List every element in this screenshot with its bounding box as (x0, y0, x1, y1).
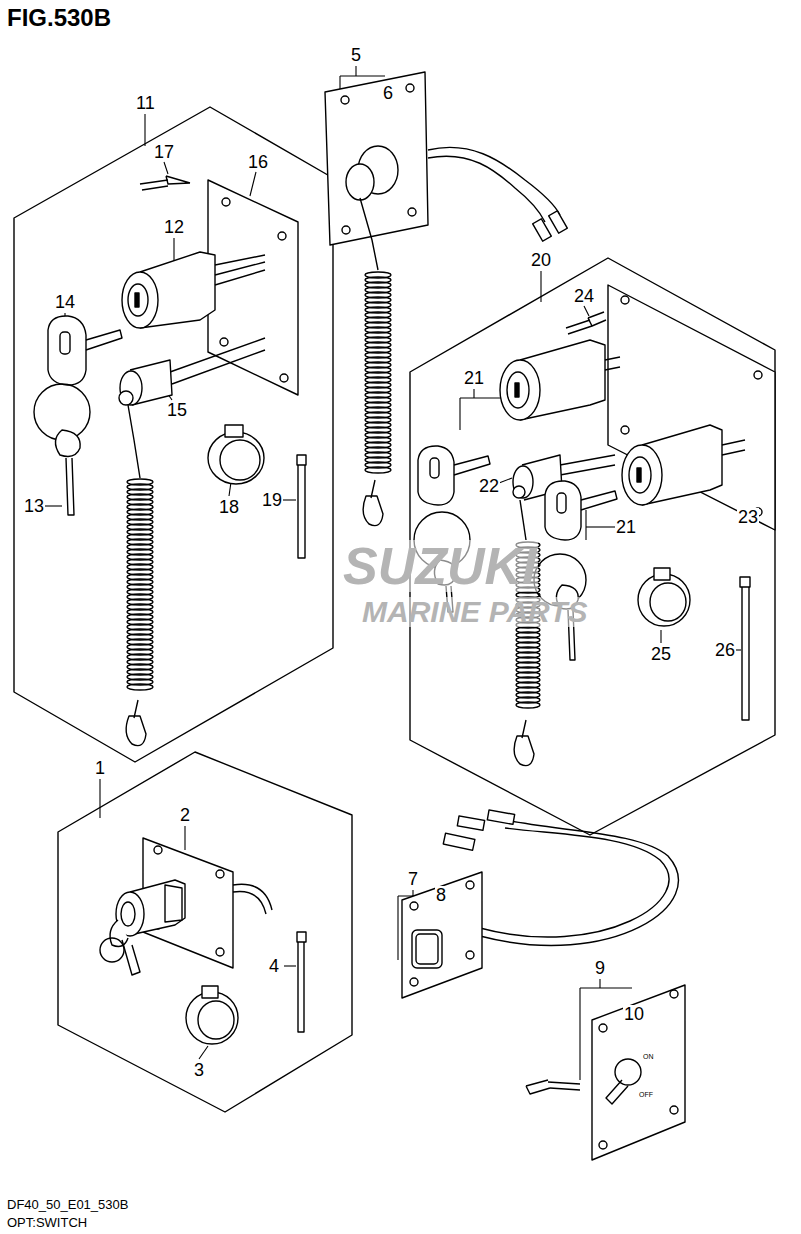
key-switch (622, 425, 745, 505)
grommet (638, 568, 690, 626)
callout-number: 14 (54, 293, 76, 311)
callout-number: 3 (193, 1061, 205, 1079)
callout-number: 5 (350, 46, 362, 64)
kit-outline (14, 107, 333, 762)
switch-plate (208, 180, 298, 395)
callout-number: 17 (153, 143, 175, 161)
leader-lines (44, 66, 748, 1080)
switch-marking: OFF (638, 1091, 654, 1098)
callout-number: 18 (218, 498, 240, 516)
watermark: MARINE PARTS (361, 597, 589, 627)
coiled-lanyard (127, 479, 153, 690)
callout-number: 20 (530, 251, 552, 269)
key (534, 481, 617, 660)
lanyard-clip (363, 480, 383, 526)
watermark: SUZUKI (342, 540, 538, 592)
callout-number: 22 (478, 477, 500, 495)
key-switch (500, 340, 620, 420)
callout-number: 16 (247, 153, 269, 171)
callout-number: 19 (261, 491, 283, 509)
callout-number: 21 (463, 369, 485, 387)
callout-number: 21 (615, 518, 637, 536)
footer-text: OPT:SWITCH (6, 1216, 88, 1229)
callout-number: 13 (23, 497, 45, 515)
key (34, 316, 122, 515)
callout-number: 26 (714, 641, 736, 659)
switch-marking: ON (642, 1053, 655, 1060)
callout-number: 2 (179, 806, 191, 824)
callout-number: 6 (382, 84, 394, 102)
callout-number: 7 (407, 870, 419, 888)
cable-tie (297, 932, 306, 1032)
stop-switch (513, 455, 615, 540)
callout-number: 9 (594, 959, 606, 977)
stop-switch-plate (325, 72, 567, 270)
cable-tie (297, 455, 306, 558)
key-switch (122, 252, 265, 328)
toggle-switch (526, 985, 685, 1160)
screw (140, 176, 190, 190)
grommet (208, 425, 264, 484)
key-switch (100, 880, 185, 975)
kit-outline (58, 752, 352, 1112)
callout-number: 4 (268, 957, 280, 975)
coiled-lanyard (365, 272, 391, 473)
switch-plate (608, 285, 775, 530)
lanyard-clip (514, 720, 534, 766)
callout-number: 12 (163, 218, 185, 236)
footer-text: DF40_50_E01_530B (6, 1198, 129, 1211)
figure-title: FIG.530B (6, 6, 112, 30)
cable-tie (740, 577, 750, 720)
lanyard-clip (126, 700, 146, 746)
callout-number: 24 (573, 287, 595, 305)
callout-number: 25 (650, 645, 672, 663)
screw (566, 312, 606, 334)
callout-number: 11 (135, 94, 156, 112)
callout-number: 1 (94, 759, 106, 777)
callout-number: 23 (737, 508, 759, 526)
rocker-switch (402, 810, 678, 998)
grommet (186, 986, 238, 1044)
callout-number: 10 (623, 1005, 645, 1023)
callout-number: 15 (166, 401, 188, 419)
callout-number: 8 (435, 886, 447, 904)
